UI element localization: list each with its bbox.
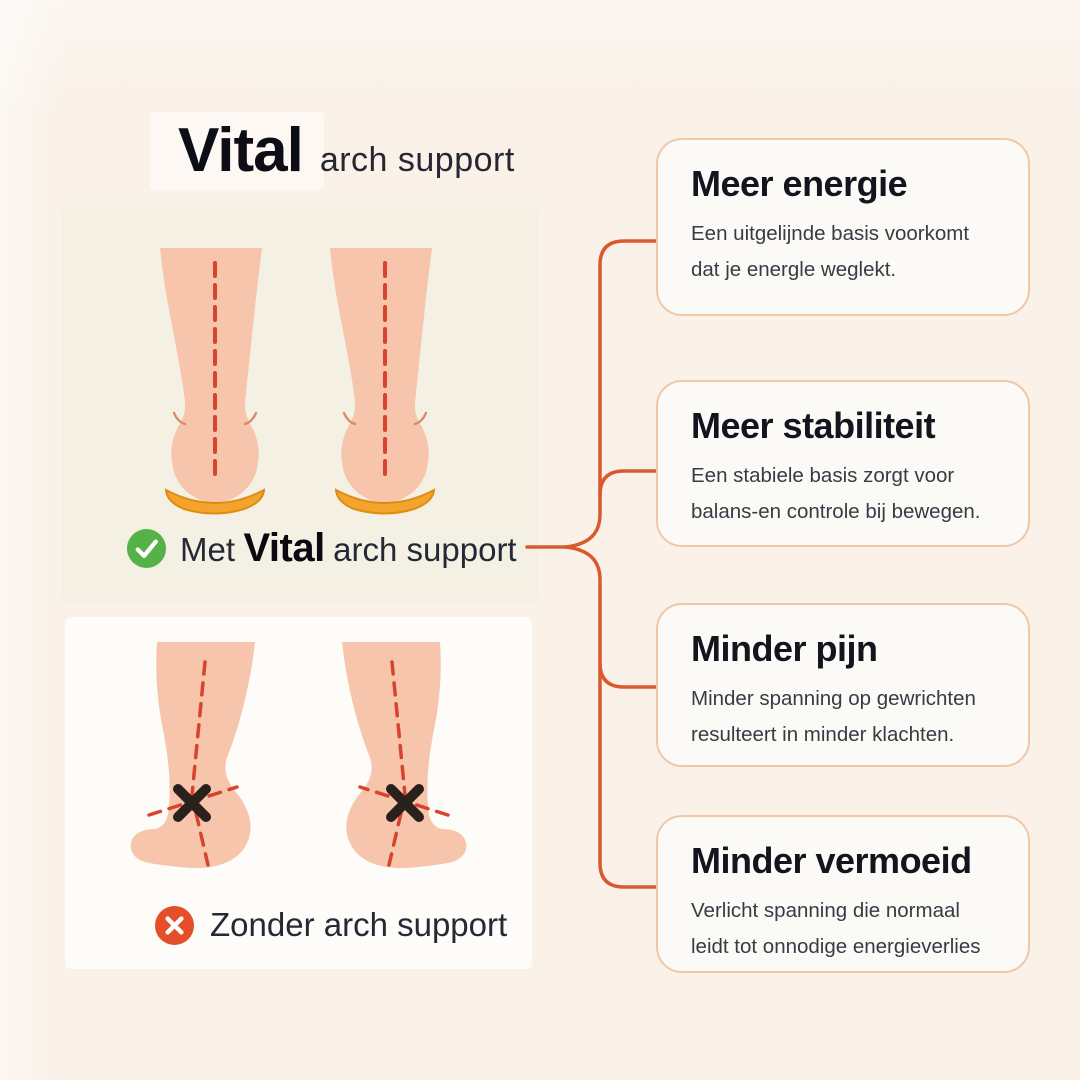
benefit-body: Een uitgelijnde basis voorkomt dat je en…	[691, 222, 970, 281]
brand-name: Vital	[178, 116, 304, 185]
benefit-card-pijn: Minder pijn Minder spanning op gewrichte…	[656, 603, 1030, 767]
with-support-label: Met Vital arch support	[126, 526, 517, 570]
benefit-body: Verlicht spanning die normaal leidt tot …	[691, 899, 981, 958]
benefit-title: Meer stabiliteit	[691, 405, 936, 446]
benefit-card-stabiliteit: Meer stabiliteit Een stabiele basis zorg…	[656, 380, 1030, 547]
benefit-title: Meer energie	[691, 163, 908, 204]
title-highlight-patch	[150, 112, 324, 190]
right-aligned-leg	[328, 246, 436, 516]
benefit-body: Een stabiele basis zorgt voor balans-en …	[691, 464, 981, 523]
benefit-title: Minder vermoeid	[691, 840, 972, 881]
with-label-suffix: arch support	[333, 530, 517, 568]
pronated-ankles-illustration	[128, 640, 469, 870]
benefit-card-vermoeid: Minder vermoeid Verlicht spanning die no…	[656, 815, 1030, 973]
cross-icon	[154, 905, 195, 945]
without-support-label: Zonder arch support	[154, 903, 507, 947]
benefit-body: Minder spanning op gewrichten resulteert…	[691, 687, 976, 746]
benefit-title: Minder pijn	[691, 628, 878, 669]
check-icon	[126, 528, 167, 568]
left-pronated-leg	[128, 640, 257, 870]
with-label-prefix: Met	[180, 530, 236, 568]
pronated-ankles-panel	[65, 617, 532, 969]
page-title: Vital arch support	[178, 120, 515, 182]
product-name: arch support	[319, 141, 515, 179]
benefit-card-energie: Meer energie Een uitgelijnde basis voork…	[656, 138, 1030, 316]
with-label-brand: Vital	[243, 525, 325, 570]
without-label-text: Zonder arch support	[210, 906, 508, 943]
right-pronated-leg	[340, 640, 469, 870]
left-aligned-leg	[158, 246, 266, 516]
misalignment-x-marks	[173, 784, 424, 822]
